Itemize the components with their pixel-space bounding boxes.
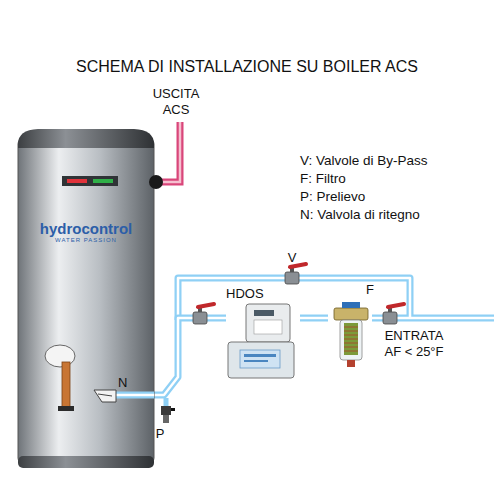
pipe-body <box>300 315 328 322</box>
brand-logo: WATER PASSION <box>18 237 154 244</box>
drain-tap <box>161 398 175 423</box>
hot-pipe-core <box>158 122 180 182</box>
device-label: F <box>328 282 374 298</box>
pipe-body <box>154 318 226 395</box>
legend-entry: N: Valvola di ritegno <box>300 206 420 224</box>
diagram-title: SCHEMA DI INSTALLAZIONE SU BOILER ACS <box>0 58 494 76</box>
legend-entry: F: Filtro <box>300 170 346 188</box>
cold-pipe <box>178 278 494 320</box>
callout-letter: V <box>284 250 300 266</box>
legend-entry: V: Valvole di By-Pass <box>300 152 428 170</box>
legend-entry: P: Prelievo <box>300 188 365 206</box>
boiler-tank <box>18 128 154 470</box>
callout-letter: P <box>152 426 168 442</box>
inlet-valve <box>193 304 214 324</box>
device-node: F <box>328 282 374 374</box>
bypass-valve <box>285 264 306 284</box>
pipe-core <box>300 317 328 320</box>
water-pipe <box>300 318 328 319</box>
brand-logo: hydrocontrol <box>18 220 154 237</box>
pipe-label: ENTRATA AF < 25°F <box>376 328 452 360</box>
cold-pipe-core <box>178 278 494 320</box>
hot-pipe <box>158 122 180 182</box>
device-node: HDOS <box>226 286 300 380</box>
boiler-node: hydrocontrolWATER PASSION <box>18 128 154 470</box>
outlet-valve <box>383 304 404 324</box>
pipe-label: USCITA ACS <box>146 86 206 118</box>
dosing-unit <box>226 304 298 380</box>
callout-letter: N <box>118 375 132 391</box>
water-pipe <box>154 318 226 395</box>
pipe-core <box>154 318 226 395</box>
device-label: HDOS <box>226 286 300 302</box>
water-filter <box>328 300 374 372</box>
